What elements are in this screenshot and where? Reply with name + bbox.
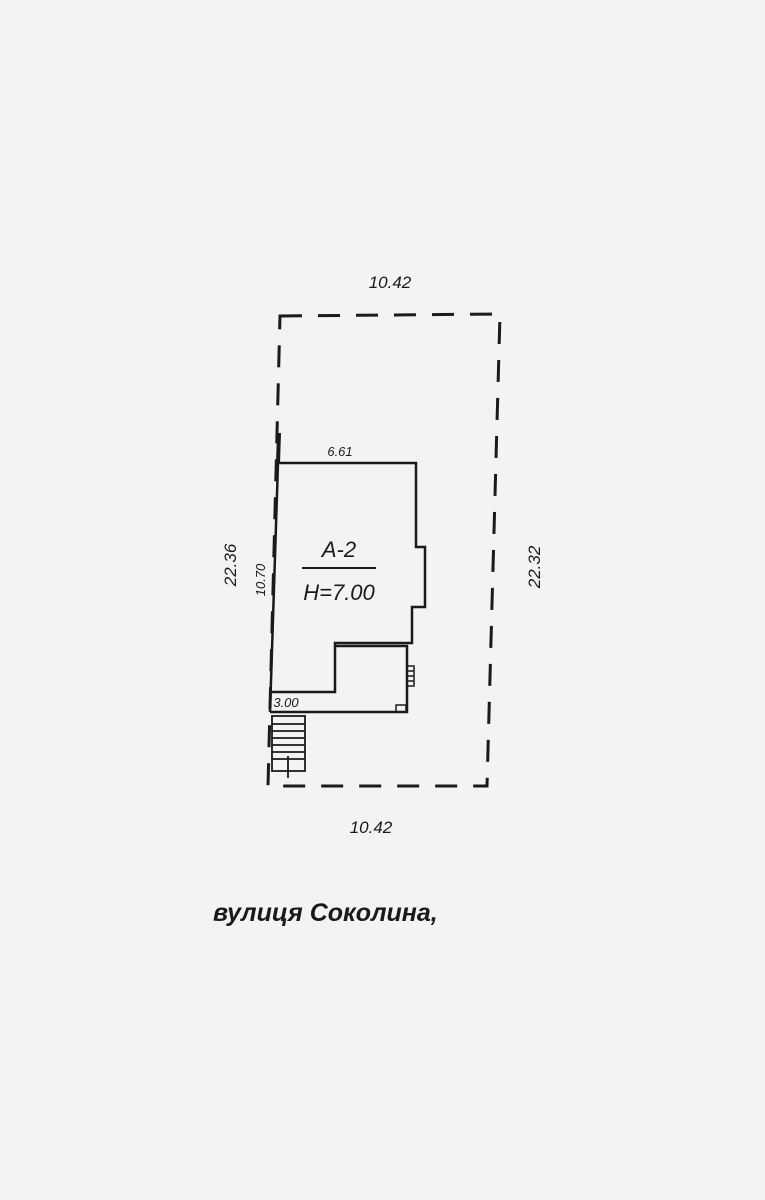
- building-length: 10.70: [253, 563, 268, 596]
- annex-corner-mark: [395, 704, 407, 713]
- entrance-stairs: [271, 715, 306, 778]
- building-height: Н=7.00: [303, 580, 375, 605]
- building-left-wall: [268, 462, 280, 713]
- bottom-dimension: 10.42: [350, 818, 393, 837]
- right-dimension: 22.32: [525, 545, 544, 589]
- building-label: А-2: [320, 537, 356, 562]
- porch-width: 3.00: [273, 695, 299, 710]
- building-width: 6.61: [327, 444, 352, 459]
- left-dimension: 22.36: [221, 543, 240, 587]
- top-dimension: 10.42: [369, 273, 412, 292]
- street-name: вулиця Соколина,: [213, 899, 438, 927]
- wall-stub: [276, 432, 281, 464]
- building-outline: [271, 461, 427, 694]
- side-steps: [406, 665, 415, 687]
